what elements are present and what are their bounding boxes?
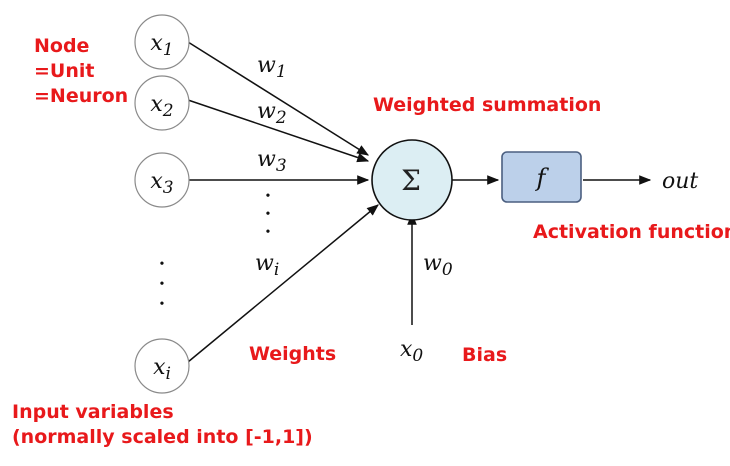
node-label-line1: Node — [34, 35, 89, 57]
weight-w3-label: w3 — [257, 147, 287, 176]
input-ellipsis-dot-3: • — [160, 297, 165, 312]
node-label-line2: =Unit — [34, 60, 94, 82]
weight-ellipsis-dot-2: • — [266, 207, 271, 222]
weighted-summation-label: Weighted summation — [373, 94, 601, 116]
input-node-xi: xi — [134, 338, 190, 394]
input-x2-label: x2 — [150, 92, 173, 121]
input-x1-label: x1 — [150, 31, 173, 60]
weight-ellipsis-dot-3: • — [266, 225, 271, 240]
sigma-symbol: Σ — [401, 164, 421, 197]
input-node-x3: x3 — [134, 152, 190, 208]
input-ellipsis-dot-1: • — [160, 257, 165, 272]
bias-label: Bias — [462, 344, 507, 366]
input-ellipsis: • • • — [160, 257, 165, 312]
weights-label: Weights — [249, 343, 336, 365]
bias-input-x0-label: x0 — [400, 337, 423, 366]
weight-ellipsis: • • • — [266, 189, 271, 240]
summation-node: Σ — [371, 139, 453, 221]
input-ellipsis-dot-2: • — [160, 277, 165, 292]
weight-w2-label: w2 — [257, 99, 287, 128]
input-xi-label: xi — [153, 355, 171, 384]
input-variables-line1: Input variables — [12, 401, 174, 423]
input-node-x1: x1 — [134, 14, 190, 70]
weight-wi-label: wi — [255, 251, 279, 280]
bias-weight-w0-label: w0 — [423, 251, 453, 280]
input-node-x2: x2 — [134, 75, 190, 131]
weight-ellipsis-dot-1: • — [266, 189, 271, 204]
input-variables-line2: (normally scaled into [-1,1]) — [12, 426, 313, 448]
edge-x2-sum — [187, 99, 370, 163]
edge-x1-sum — [187, 41, 370, 156]
node-label-line3: =Neuron — [34, 85, 128, 107]
output-label: out — [662, 169, 698, 194]
input-x3-label: x3 — [150, 169, 173, 198]
activation-function-label: Activation function — [533, 221, 730, 243]
activation-box: f — [501, 151, 582, 203]
edge-xi-sum — [187, 204, 379, 363]
weight-w1-label: w1 — [257, 53, 287, 82]
